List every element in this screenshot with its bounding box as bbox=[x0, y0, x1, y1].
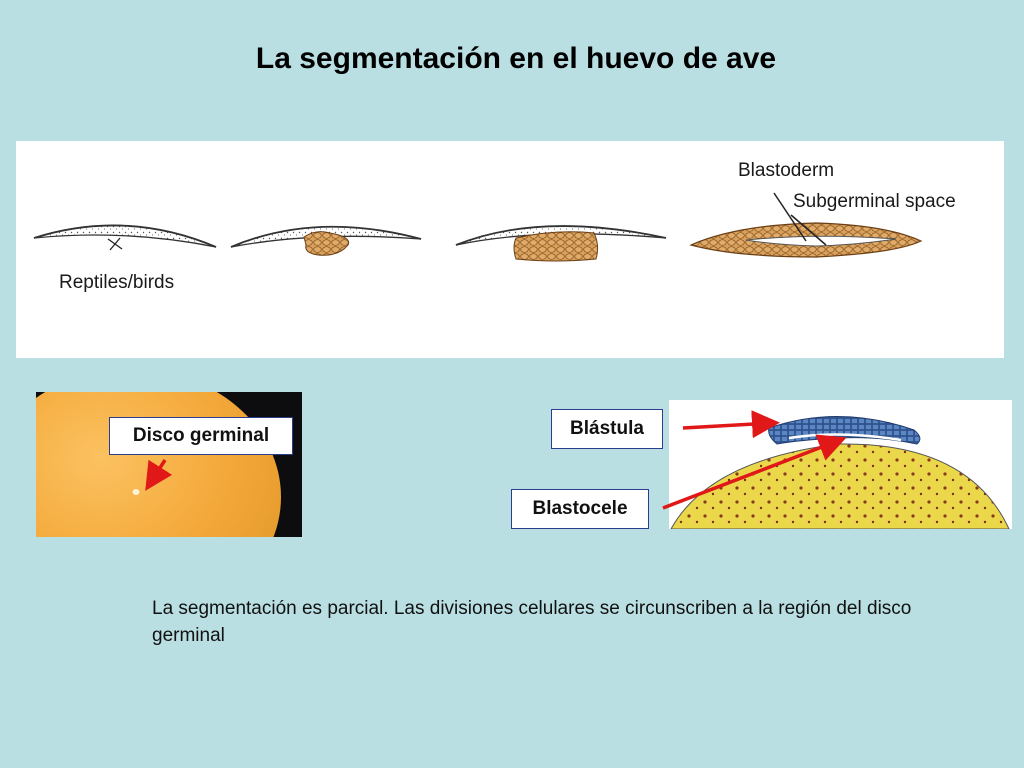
egg-yolk-photo bbox=[36, 392, 302, 537]
callout-blastula: Blástula bbox=[551, 409, 663, 449]
label-subgerminal-space: Subgerminal space bbox=[793, 191, 956, 212]
stage-3-disc bbox=[455, 225, 667, 262]
caption-text: La segmentación es parcial. Las division… bbox=[152, 598, 912, 646]
yolk-drawing bbox=[36, 392, 302, 537]
cleavage-stages-figure: Reptiles/birds Blastoderm Subgerminal sp… bbox=[16, 141, 1004, 358]
stage-1-disc bbox=[33, 224, 217, 251]
cleavage-stages-drawing bbox=[33, 192, 923, 262]
label-reptiles-birds: Reptiles/birds bbox=[59, 272, 175, 293]
blastula-figure bbox=[669, 400, 1012, 529]
germinal-disc-spot bbox=[132, 489, 140, 495]
blastula-drawing bbox=[669, 400, 1012, 529]
stage-4-blastoderm bbox=[689, 192, 923, 258]
stage-2-disc bbox=[230, 225, 422, 256]
page-title: La segmentación en el huevo de ave bbox=[255, 42, 777, 75]
callout-disco-germinal: Disco germinal bbox=[109, 417, 293, 455]
callout-blastocele: Blastocele bbox=[511, 489, 649, 529]
label-blastoderm: Blastoderm bbox=[738, 160, 835, 181]
